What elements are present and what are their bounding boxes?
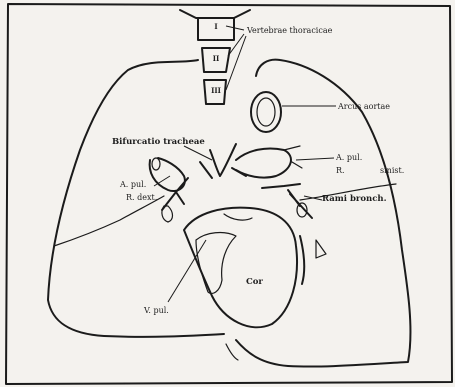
left-pulmonary-artery [236, 148, 291, 177]
heart-outline [184, 208, 297, 328]
label-a-pul-sinistra: A. pul. [336, 153, 362, 162]
label-r-dextra: R. dext. [126, 193, 157, 202]
label-v-pul: V. pul. [144, 306, 169, 315]
vertebra-numeral-2: II [205, 54, 227, 63]
right-pulmonary-ring [152, 158, 160, 170]
heart-apex-notch [226, 344, 238, 360]
right-pulmonary-artery [150, 158, 185, 191]
vertebra-numeral-1: I [205, 22, 227, 31]
label-r-sinistra-sinist: sinist. [380, 166, 404, 175]
aortic-arch-inner [257, 98, 275, 126]
label-a-pul-dextra: A. pul. [120, 180, 146, 189]
right-bronchus [162, 178, 188, 210]
label-cor: Cor [246, 278, 263, 287]
bronchus-lower-left [300, 236, 304, 284]
label-vertebrae: Vertebrae thoracicae [247, 26, 332, 35]
leader-a-pul-sin [296, 158, 334, 160]
heart-inner-chamber [196, 233, 236, 294]
left-pulmonary-branch [284, 146, 302, 168]
leader-bifurcatio [184, 146, 212, 160]
bronchus-lower-small [316, 240, 326, 258]
label-rami-bronch: Rami bronch. [322, 195, 387, 204]
vertebra-numeral-3: III [205, 86, 227, 95]
label-bifurcatio-tracheae: Bifurcatio tracheae [112, 138, 205, 147]
label-r-sinistra-r: R. [336, 166, 345, 175]
lung-fissure-left [54, 196, 164, 246]
heart-outflow-tract [224, 214, 252, 220]
trachea-bifurcation [200, 144, 246, 178]
label-arcus-aortae: Arcus aortae [338, 102, 390, 111]
